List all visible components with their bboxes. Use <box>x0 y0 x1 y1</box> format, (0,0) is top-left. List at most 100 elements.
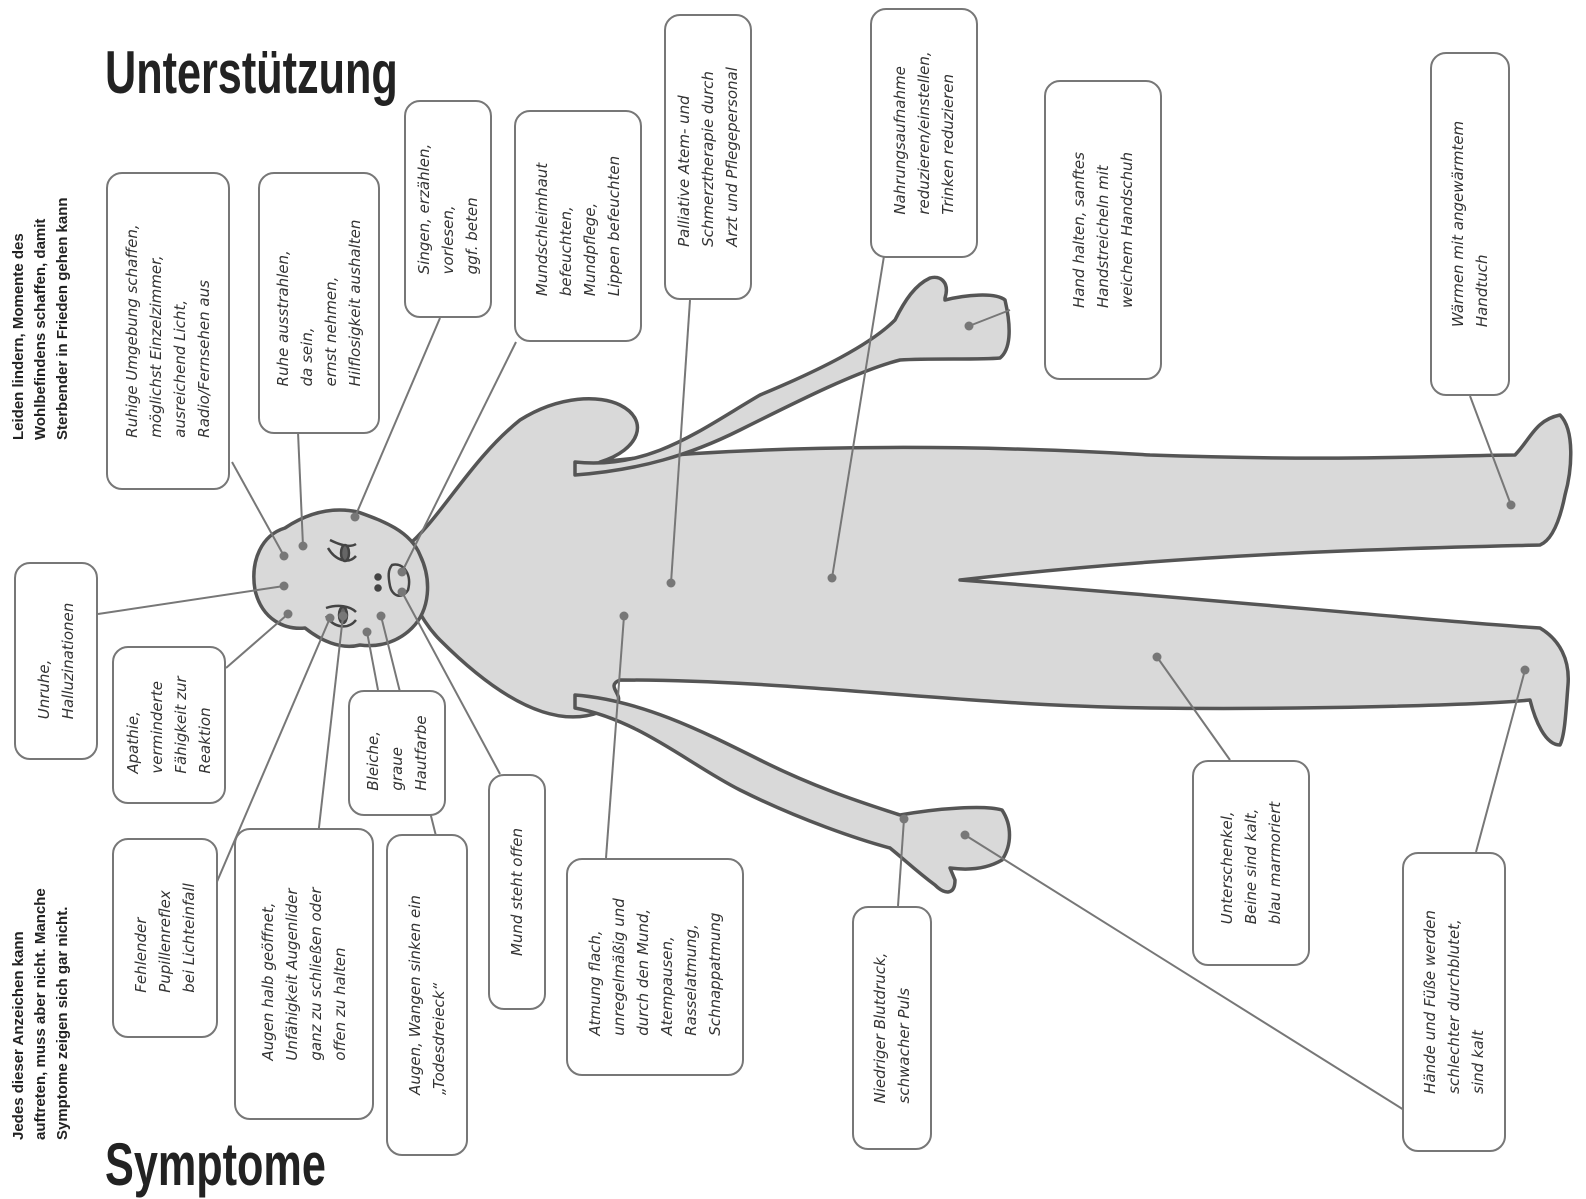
box-line: bei Lichteinfall <box>177 883 201 993</box>
support-box-mundschleimhaut: Mundschleimhaut befeuchten, Mundpflege, … <box>514 110 642 342</box>
support-box-palliative: Palliative Atem- und Schmerztherapie dur… <box>664 14 752 300</box>
box-line: Unfähigkeit Augenlider <box>280 887 304 1060</box>
box-text: Atmung flach, unregelmäßig und durch den… <box>583 898 727 1036</box>
box-line: ausreichend Licht, <box>168 224 192 437</box>
anchor-dot <box>326 614 335 623</box>
box-text: Ruhe ausstrahlen, da sein, ernst nehmen,… <box>271 220 367 387</box>
box-line: Pupillenreflex <box>153 883 177 993</box>
box-line: Schnappatmung <box>703 898 727 1036</box>
box-line: Ruhige Umgebung schaffen, <box>120 224 144 437</box>
box-line: Lippen befeuchten <box>602 156 626 296</box>
box-line: blau marmoriert <box>1263 802 1287 925</box>
leader-line <box>965 835 1404 1110</box>
box-text: Palliative Atem- und Schmerztherapie dur… <box>672 67 744 247</box>
anchor-dot <box>398 568 407 577</box>
box-line: Hand halten, sanftes <box>1067 152 1091 308</box>
box-text: Unterschenkel, Beine sind kalt, blau mar… <box>1215 802 1287 925</box>
box-line: Radio/Fernsehen aus <box>192 224 216 437</box>
support-side-note: Leiden lindern, Momente des Wohlbefinden… <box>8 197 74 440</box>
support-box-hand-halten: Hand halten, sanftes Handstreicheln mit … <box>1044 80 1162 380</box>
symptom-box-pupillenreflex: Fehlender Pupillenreflex bei Lichteinfal… <box>112 838 218 1038</box>
box-text: Augen, Wangen sinken ein „Todesdreieck“ <box>403 895 451 1095</box>
symptom-box-mund-offen: Mund steht offen <box>488 774 546 1010</box>
torso-and-legs <box>405 399 1571 745</box>
box-text: Fehlender Pupillenreflex bei Lichteinfal… <box>129 883 201 993</box>
anchor-dot <box>961 831 970 840</box>
anchor-dot <box>284 610 293 619</box>
symptom-box-unterschenkel: Unterschenkel, Beine sind kalt, blau mar… <box>1192 760 1310 966</box>
box-text: Niedriger Blutdruck, schwacher Puls <box>868 953 916 1104</box>
symptom-box-todesdreieck: Augen, Wangen sinken ein „Todesdreieck“ <box>386 834 468 1156</box>
box-line: Reaktion <box>193 676 217 773</box>
box-line: ggf. beten <box>460 144 484 275</box>
symptom-box-atmung: Atmung flach, unregelmäßig und durch den… <box>566 858 744 1076</box>
box-text: Mund steht offen <box>505 828 529 956</box>
box-line: Mundpflege, <box>578 156 602 296</box>
side-note-line: Leiden lindern, Momente des <box>8 197 30 440</box>
box-line: unregelmäßig und <box>607 898 631 1036</box>
box-line: Niedriger Blutdruck, <box>868 953 892 1104</box>
box-line: schlechter durchblutet, <box>1442 910 1466 1094</box>
box-line: Wärmen mit angewärmtem <box>1446 121 1470 327</box>
box-line: offen zu halten <box>328 887 352 1060</box>
box-text: Hand halten, sanftes Handstreicheln mit … <box>1067 152 1139 308</box>
box-text: Bleiche, graue Hautfarbe <box>361 715 433 790</box>
box-line: vorlesen, <box>436 144 460 275</box>
anchor-dot <box>620 612 629 621</box>
box-line: Unruhe, <box>32 603 56 720</box>
box-line: Mundschleimhaut <box>530 156 554 296</box>
box-line: Fehlender <box>129 883 153 993</box>
box-line: Rasselatmung, <box>679 898 703 1036</box>
anchor-dot <box>667 579 676 588</box>
symptoms-side-note: Jedes dieser Anzeichen kann auftreten, m… <box>8 888 74 1140</box>
symptom-box-augen-halb: Augen halb geöffnet, Unfähigkeit Augenli… <box>234 828 374 1120</box>
side-note-line: auftreten, muss aber nicht. Manche <box>30 888 52 1140</box>
box-line: weichem Handschuh <box>1115 152 1139 308</box>
box-line: reduzieren/einstellen, <box>912 51 936 214</box>
anchor-dot <box>900 815 909 824</box>
box-line: Hautfarbe <box>409 715 433 790</box>
symptom-box-blutdruck: Niedriger Blutdruck, schwacher Puls <box>852 906 932 1150</box>
box-line: Augen halb geöffnet, <box>256 887 280 1060</box>
box-line: Singen, erzählen, <box>412 144 436 275</box>
symptom-box-bleiche: Bleiche, graue Hautfarbe <box>348 690 446 816</box>
box-line: Halluzinationen <box>56 603 80 720</box>
box-line: Fähigkeit zur <box>169 676 193 773</box>
box-line: ganz zu schließen oder <box>304 887 328 1060</box>
leader-line <box>98 586 284 614</box>
leader-line <box>232 462 284 556</box>
support-box-singen: Singen, erzählen, vorlesen, ggf. beten <box>404 100 492 318</box>
box-text: Singen, erzählen, vorlesen, ggf. beten <box>412 144 484 275</box>
box-line: Handstreicheln mit <box>1091 152 1115 308</box>
box-line: Atempausen, <box>655 898 679 1036</box>
support-box-ruhige-umgebung: Ruhige Umgebung schaffen, möglichst Einz… <box>106 172 230 490</box>
box-line: schwacher Puls <box>892 953 916 1104</box>
box-line: verminderte <box>145 676 169 773</box>
support-box-waermen: Wärmen mit angewärmtem Handtuch <box>1430 52 1510 396</box>
leader-line <box>318 616 343 836</box>
side-note-line: Sterbender in Frieden gehen kann <box>52 197 74 440</box>
side-note-line: Jedes dieser Anzeichen kann <box>8 888 30 1140</box>
anchor-dot <box>828 574 837 583</box>
box-line: Hände und Füße werden <box>1418 910 1442 1094</box>
box-line: Palliative Atem- und <box>672 67 696 247</box>
anchor-dot <box>1521 666 1530 675</box>
box-line: möglichst Einzelzimmer, <box>144 224 168 437</box>
anchor-dot <box>299 542 308 551</box>
box-line: da sein, <box>295 220 319 387</box>
box-line: Hilflosigkeit aushalten <box>343 220 367 387</box>
box-line: Augen, Wangen sinken ein <box>403 895 427 1095</box>
anchor-dot <box>1153 653 1162 662</box>
box-line: Bleiche, <box>361 715 385 790</box>
side-note-line: Wohlbefindens schaffen, damit <box>30 197 52 440</box>
box-line: graue <box>385 715 409 790</box>
box-line: Atmung flach, <box>583 898 607 1036</box>
symptom-box-unruhe: Unruhe, Halluzinationen <box>14 562 98 760</box>
box-line: ernst nehmen, <box>319 220 343 387</box>
symptom-box-apathie: Apathie, verminderte Fähigkeit zur Reakt… <box>112 646 226 804</box>
box-line: „Todesdreieck“ <box>427 895 451 1095</box>
symptom-box-haende-fuesse: Hände und Füße werden schlechter durchbl… <box>1402 852 1506 1152</box>
side-note-line: Symptome zeigen sich gar nicht. <box>52 888 74 1140</box>
support-box-nahrung: Nahrungsaufnahme reduzieren/einstellen, … <box>870 8 978 258</box>
